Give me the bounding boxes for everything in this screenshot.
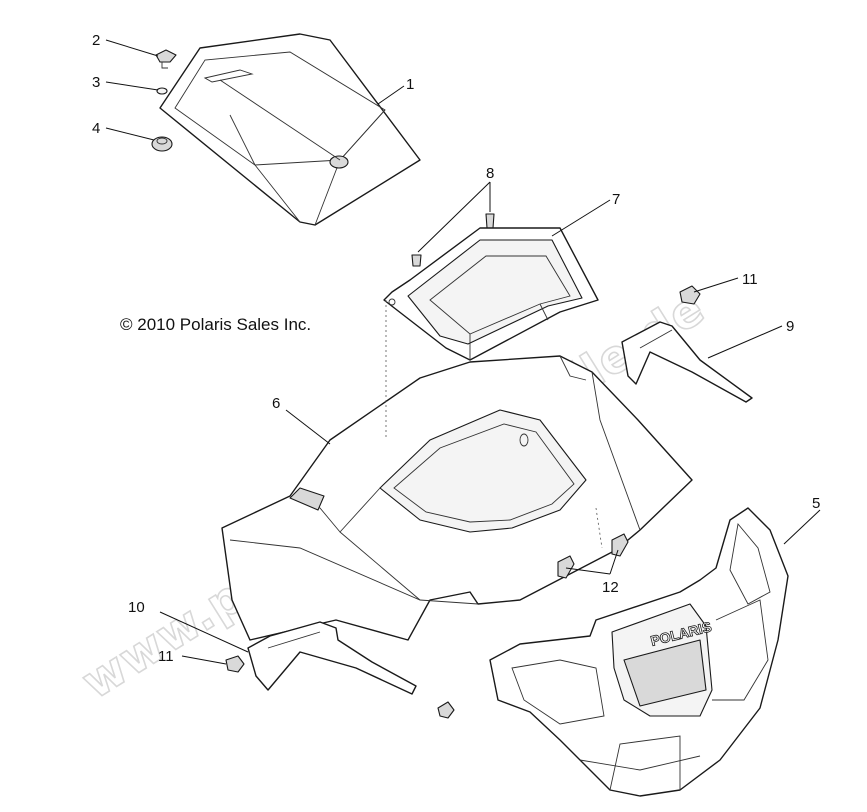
callouts: 2 3 4 1 8 7 11 9 6 5 10 11 12 xyxy=(92,32,820,665)
callout-11-lower: 11 xyxy=(158,648,174,665)
part-4-grommet xyxy=(151,136,173,152)
part-1-lid xyxy=(159,33,421,226)
alignment-line-2 xyxy=(595,507,603,549)
part-2-fastener xyxy=(155,49,177,69)
leader-lines xyxy=(105,39,821,665)
callout-8: 8 xyxy=(486,165,494,182)
callout-3: 3 xyxy=(92,74,100,91)
copyright-text: © 2010 Polaris Sales Inc. xyxy=(120,315,311,334)
clip-front-small xyxy=(437,701,455,719)
callout-5: 5 xyxy=(812,495,820,512)
callout-7: 7 xyxy=(612,191,620,208)
callout-1: 1 xyxy=(406,76,414,93)
part-8-screws xyxy=(411,213,495,267)
part-10-fender-flare xyxy=(247,621,417,695)
callout-9: 9 xyxy=(786,318,794,335)
callout-12: 12 xyxy=(602,579,619,596)
part-11-clip-upper xyxy=(679,285,701,305)
callout-2: 2 xyxy=(92,32,100,49)
part-7-storage-bin xyxy=(383,227,599,361)
callout-6: 6 xyxy=(272,395,280,412)
part-3-washer xyxy=(156,87,168,95)
part-11-clip-lower xyxy=(225,655,245,673)
callout-11-upper: 11 xyxy=(742,271,758,288)
callout-4: 4 xyxy=(92,120,100,137)
part-5-front-grille: POLARIS xyxy=(489,507,789,797)
part-12-screws xyxy=(557,533,629,579)
callout-10: 10 xyxy=(128,599,145,616)
part-6-hood xyxy=(221,355,693,641)
part-9-side-trim xyxy=(621,321,753,403)
